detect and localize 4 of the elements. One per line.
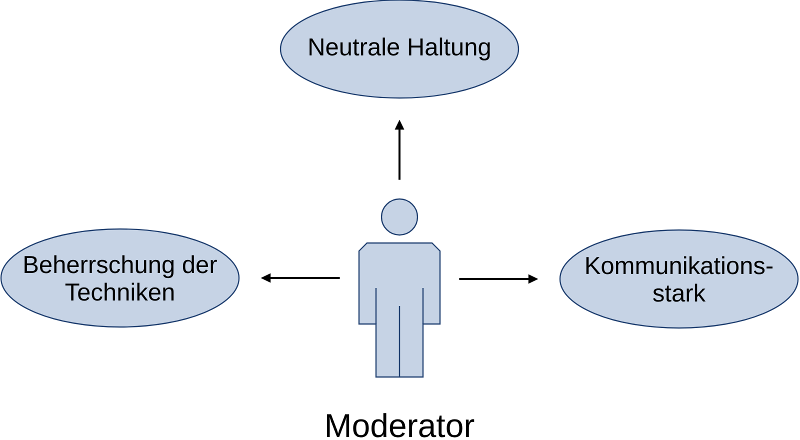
node-caption: Moderator: [327, 413, 474, 438]
ellipse-node: Beherrschung der Techniken: [0, 228, 240, 328]
person-figure: [358, 198, 441, 378]
ellipse-node: Kommunikations- stark: [559, 229, 799, 329]
